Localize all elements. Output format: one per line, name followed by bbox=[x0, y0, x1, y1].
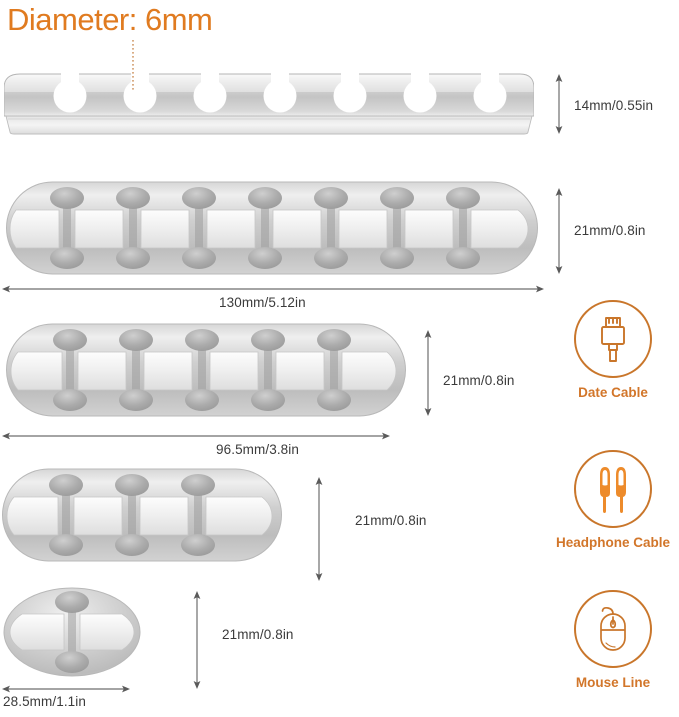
badge-label-headphone-cable: Headphone Cable bbox=[555, 535, 671, 550]
dimension-label-21mm-row3: 21mm/0.8in bbox=[443, 373, 515, 388]
dimension-arrow-130mm bbox=[2, 282, 544, 300]
clip-top-3-slot bbox=[2, 467, 282, 567]
dimension-label-96mm: 96.5mm/3.8in bbox=[216, 442, 299, 457]
badge-label-mouse-line: Mouse Line bbox=[575, 675, 651, 690]
dimension-label-14mm: 14mm/0.55in bbox=[574, 98, 654, 113]
badge-headphone-cable: Headphone Cable bbox=[547, 450, 679, 550]
usb-cable-icon bbox=[592, 314, 634, 364]
clip-top-7-slot bbox=[6, 180, 538, 280]
badge-label-date-cable: Date Cable bbox=[578, 385, 648, 400]
diameter-leader-line bbox=[126, 40, 140, 92]
dimension-arrow-21mm-row4 bbox=[313, 477, 325, 586]
badge-circle-mouse-line bbox=[574, 590, 652, 668]
clip-profile-7-slot bbox=[3, 66, 535, 142]
dimension-arrow-21mm-row2 bbox=[553, 188, 565, 279]
earbuds-icon bbox=[590, 463, 636, 515]
badge-mouse-line: Mouse Line bbox=[547, 590, 679, 690]
dimension-arrow-21mm-row3 bbox=[422, 330, 434, 421]
badge-circle-date-cable bbox=[574, 300, 652, 378]
dimension-arrow-14mm bbox=[553, 74, 565, 139]
dimension-arrow-21mm-row5 bbox=[191, 591, 203, 694]
page-title: Diameter: 6mm bbox=[7, 2, 213, 37]
dimension-label-28mm: 28.5mm/1.1in bbox=[3, 694, 86, 709]
dimension-label-21mm-row5: 21mm/0.8in bbox=[222, 627, 294, 642]
dimension-label-21mm-row2: 21mm/0.8in bbox=[574, 223, 646, 238]
mouse-icon bbox=[590, 603, 636, 655]
dimension-arrow-96mm bbox=[2, 429, 390, 447]
clip-top-1-slot bbox=[2, 586, 142, 682]
clip-top-5-slot bbox=[6, 322, 406, 422]
badge-date-cable: Date Cable bbox=[547, 300, 679, 400]
badge-circle-headphone-cable bbox=[574, 450, 652, 528]
dimension-arrow-28mm bbox=[2, 682, 130, 700]
dimension-label-21mm-row4: 21mm/0.8in bbox=[355, 513, 427, 528]
dimension-label-130mm: 130mm/5.12in bbox=[219, 295, 306, 310]
